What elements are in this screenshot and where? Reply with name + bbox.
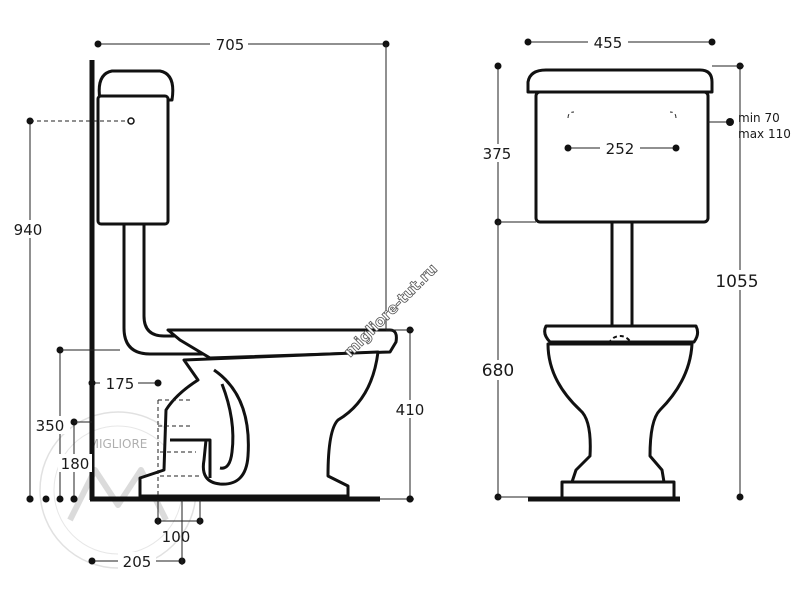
toilet-bowl xyxy=(138,350,380,498)
dim-175: 175 xyxy=(106,375,135,393)
cistern-lid xyxy=(97,69,175,102)
trap-inner xyxy=(219,383,235,470)
hidden-detail-lines xyxy=(157,399,200,496)
dim-252: 252 xyxy=(606,140,635,158)
front-view xyxy=(526,68,714,502)
dim-180: 180 xyxy=(61,455,90,473)
dim-410: 410 xyxy=(396,401,425,419)
watermark-logo-text: MIGLIORE xyxy=(89,437,148,451)
flush-lever xyxy=(127,117,135,125)
front-flush-pipe xyxy=(610,222,634,326)
dim-350: 350 xyxy=(36,417,65,435)
side-view xyxy=(89,60,398,502)
flush-pipe-outer xyxy=(122,224,228,356)
dim-705: 705 xyxy=(216,36,245,54)
dim-100: 100 xyxy=(162,528,191,546)
flush-pipe-inner xyxy=(142,224,228,338)
front-seat xyxy=(543,324,700,344)
front-cistern-lid xyxy=(526,68,714,94)
fixing-hooks xyxy=(567,111,677,119)
front-view-dimensions: 455 375 252 min 70 max 110 1055 680 xyxy=(478,33,791,501)
dim-min-70: min 70 xyxy=(738,111,780,125)
dim-680: 680 xyxy=(482,361,514,381)
dim-max-110: max 110 xyxy=(738,127,791,141)
outlet-spigot xyxy=(170,438,212,478)
trap-outer xyxy=(201,368,250,486)
dim-375: 375 xyxy=(483,145,512,163)
front-bowl xyxy=(546,342,694,484)
dim-940: 940 xyxy=(14,221,43,239)
dim-455: 455 xyxy=(594,34,623,52)
dim-1055: 1055 xyxy=(715,272,758,292)
dim-205: 205 xyxy=(123,553,152,571)
side-view-dimensions: 705 940 175 350 180 100 2 xyxy=(10,34,430,571)
cistern-body xyxy=(96,94,170,226)
front-base xyxy=(560,480,676,500)
